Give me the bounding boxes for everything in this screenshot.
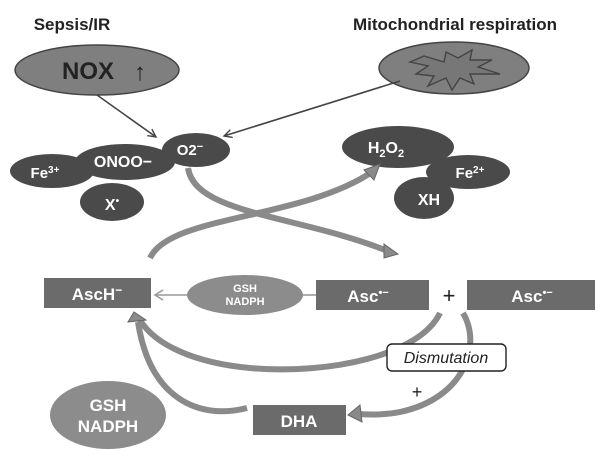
asc-radical-label-2: Asc•−	[511, 287, 552, 306]
nadph-large-label: NADPH	[78, 417, 138, 436]
superoxide-label: O2−	[177, 141, 203, 159]
up-arrow-icon: ↑	[134, 59, 146, 86]
dismutation-to-asch-arrow	[137, 311, 443, 373]
asch-label: AscH−	[72, 283, 122, 304]
dismutation-label: Dismutation	[404, 350, 489, 367]
dha-to-asch-arrow	[135, 321, 248, 415]
mito-to-superoxide-arrow	[224, 80, 401, 136]
arrowhead-to-h2o2	[363, 163, 381, 181]
dha-label: DHA	[281, 412, 318, 431]
asc-radical-box-1	[316, 280, 429, 310]
peroxynitrite-label: ONOO−	[94, 154, 152, 171]
peroxynitrite-node	[75, 144, 175, 180]
arrowhead-to-dha	[347, 404, 363, 423]
asch-box	[44, 278, 151, 308]
gsh-large-label: GSH	[90, 396, 127, 415]
mitochondrial-respiration-title: Mitochondrial respiration	[353, 15, 557, 34]
x-radical-node	[80, 183, 144, 221]
dha-box	[253, 405, 346, 435]
xh-node	[394, 177, 454, 219]
arrowhead-to-asc-radical	[383, 243, 400, 259]
plus-sign-2: +	[412, 382, 423, 402]
fe2-node	[426, 155, 510, 189]
gsh-nadph-large-ellipse	[50, 381, 166, 449]
nox-label: NOX	[62, 58, 114, 85]
fe3-node	[10, 154, 94, 188]
asc-radical-label-1: Asc•−	[347, 287, 388, 306]
asc-radical-box-2	[467, 280, 595, 310]
superoxide-node	[162, 133, 230, 167]
nox-to-superoxide-arrow	[96, 94, 156, 137]
x-radical-label: X•	[105, 196, 120, 214]
arrowhead-to-asch	[127, 311, 148, 323]
nadph-small-label: NADPH	[225, 296, 264, 308]
sepsis-ir-title: Sepsis/IR	[34, 15, 111, 34]
ascorbate-to-h2o2-arrow	[147, 169, 374, 260]
gsh-small-label: GSH	[233, 283, 257, 295]
h2o2-label: H2O2	[368, 140, 404, 160]
fe2-label: Fe2+	[456, 165, 485, 182]
h2o2-node	[342, 126, 454, 168]
fe3-label: Fe3+	[31, 165, 60, 182]
burst-icon	[407, 48, 501, 92]
xh-label: XH	[418, 192, 440, 209]
dismutation-box	[386, 343, 507, 372]
gsh-nadph-small-ellipse	[187, 275, 303, 315]
dismutation-to-dha-arrow	[357, 311, 474, 418]
plus-sign-1: +	[443, 283, 456, 308]
